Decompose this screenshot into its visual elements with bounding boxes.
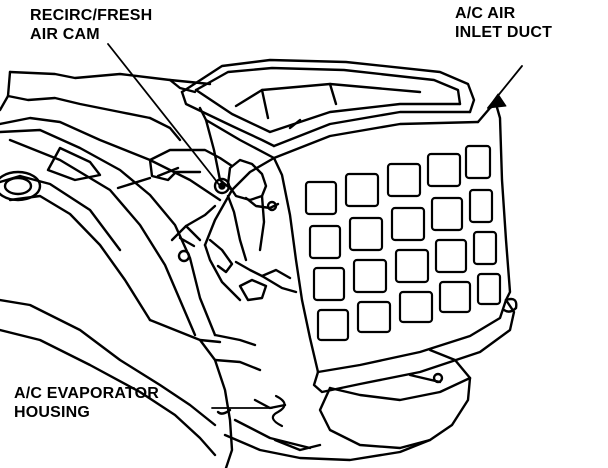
label-duct-line2: INLET DUCT	[455, 24, 553, 41]
evaporator-housing-drawing	[0, 70, 472, 468]
label-evap-line1: A/C EVAPORATOR	[14, 385, 160, 402]
label-ac-air-inlet-duct: A/C AIR INLET DUCT	[455, 4, 552, 42]
label-recirc-fresh-air-cam: RECIRC/FRESH AIR CAM	[30, 6, 152, 44]
label-duct-line1: A/C AIR	[455, 5, 516, 22]
squiggle-evap	[271, 394, 286, 428]
inlet-duct-drawing	[180, 58, 518, 394]
arrowhead-duct	[487, 93, 507, 109]
recirc-cam-drawing	[116, 148, 298, 302]
label-recirc-line2: AIR CAM	[30, 26, 100, 43]
label-recirc-line1: RECIRC/FRESH	[30, 7, 153, 24]
label-evap-line2: HOUSING	[14, 404, 91, 421]
label-ac-evaporator-housing: A/C EVAPORATOR HOUSING	[14, 384, 159, 422]
leader-cam	[107, 43, 215, 179]
